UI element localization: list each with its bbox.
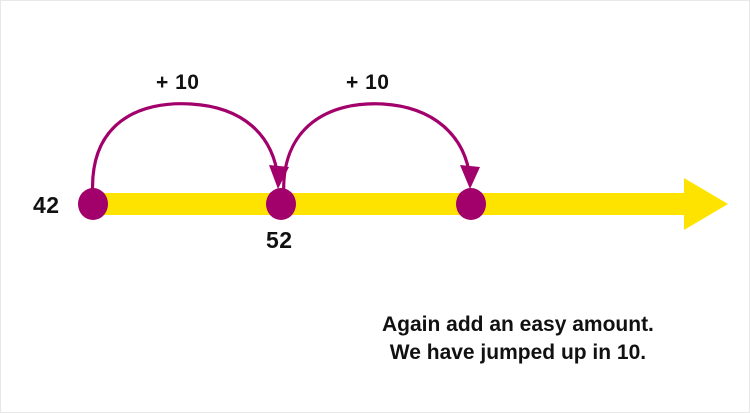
jump-arc-2: [282, 102, 480, 201]
jump-label-2: + 10: [346, 71, 390, 94]
caption-line-1: Again add an easy amount.: [382, 313, 654, 336]
jump-arc-2-arrowhead: [460, 165, 480, 189]
jump-arc-1: [91, 102, 289, 201]
tick-label-middle: 52: [266, 227, 293, 253]
caption-block: Again add an easy amount. We have jumped…: [382, 311, 654, 367]
number-line-arrow: [93, 178, 728, 230]
jump-arc-2-path: [282, 102, 472, 201]
jump-arc-1-path: [91, 102, 280, 201]
marker-dot-52[interactable]: [266, 188, 296, 220]
number-line-arrowhead: [684, 178, 728, 230]
caption-line-2: We have jumped up in 10.: [389, 341, 647, 364]
tick-label-start: 42: [33, 192, 60, 218]
jump-label-1: + 10: [156, 71, 200, 94]
marker-dot-62[interactable]: [456, 188, 486, 220]
marker-dot-42[interactable]: [78, 188, 108, 220]
number-line-shaft: [93, 193, 684, 215]
